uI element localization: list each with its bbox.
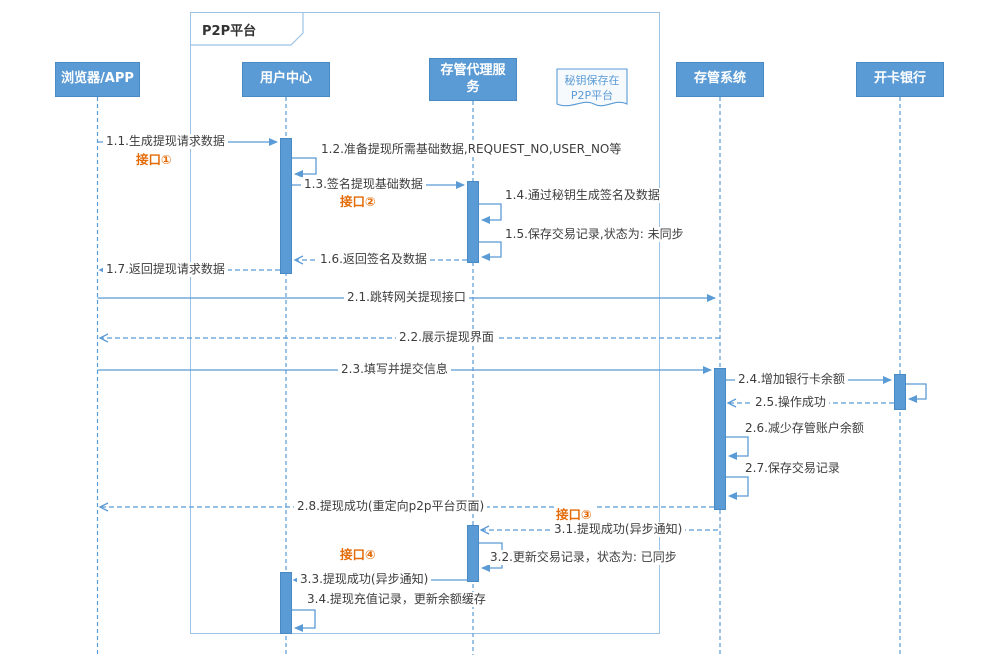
activation-user-center-1 bbox=[280, 138, 292, 274]
message-label-1-7: 1.7.返回提现请求数据 bbox=[103, 262, 228, 277]
message-label-1-4: 1.4.通过秘钥生成签名及数据 bbox=[502, 188, 663, 203]
message-label-1-3: 1.3.签名提现基础数据 bbox=[301, 177, 426, 192]
message-label-1-2: 1.2.准备提现所需基础数据,REQUEST_NO,USER_NO等 bbox=[318, 142, 625, 157]
actor-custody-agent-service-label: 存管代理服务 bbox=[440, 62, 506, 95]
interface-label-3: 接口③ bbox=[554, 504, 594, 523]
frame-label: P2P平台 bbox=[202, 24, 257, 39]
interface-label-2: 接口② bbox=[338, 191, 378, 210]
activation-user-center-2 bbox=[280, 572, 292, 634]
actor-browser-app-label: 浏览器/APP bbox=[61, 71, 134, 87]
actor-card-bank-label: 开卡银行 bbox=[873, 71, 926, 87]
interface-label-1: 接口① bbox=[134, 149, 174, 168]
actor-user-center: 用户中心 bbox=[242, 62, 330, 97]
actor-custody-system: 存管系统 bbox=[676, 62, 764, 97]
message-label-2-1: 2.1.跳转网关提现接口 bbox=[344, 290, 469, 305]
self-message-arrow-bank bbox=[906, 383, 927, 403]
actor-browser-app: 浏览器/APP bbox=[55, 62, 140, 97]
message-label-1-1: 1.1.生成提现请求数据 bbox=[103, 134, 228, 149]
message-label-2-2: 2.2.展示提现界面 bbox=[396, 330, 497, 345]
message-label-1-6: 1.6.返回签名及数据 bbox=[317, 252, 430, 267]
activation-custody-system bbox=[714, 368, 726, 510]
message-label-2-6: 2.6.减少存管账户余额 bbox=[742, 421, 867, 436]
actor-custody-agent-service: 存管代理服务 bbox=[429, 58, 517, 101]
activation-custody-agent-1 bbox=[467, 181, 479, 263]
actor-custody-system-label: 存管系统 bbox=[693, 71, 746, 87]
activation-custody-agent-2 bbox=[467, 525, 479, 582]
message-label-1-5: 1.5.保存交易记录,状态为: 未同步 bbox=[502, 227, 687, 242]
actor-card-bank: 开卡银行 bbox=[856, 62, 944, 97]
actor-user-center-label: 用户中心 bbox=[259, 71, 312, 87]
message-label-2-4: 2.4.增加银行卡余额 bbox=[735, 372, 848, 387]
message-label-2-7: 2.7.保存交易记录 bbox=[742, 461, 843, 476]
self-message-arrow-2-6 bbox=[726, 436, 749, 460]
note-key-storage: 秘钥保存在 P2P平台 bbox=[557, 74, 627, 104]
activation-card-bank bbox=[894, 374, 906, 410]
note-line2: P2P平台 bbox=[570, 88, 614, 102]
message-label-2-3: 2.3.填写并提交信息 bbox=[338, 362, 451, 377]
message-label-3-1: 3.1.提现成功(异步通知) bbox=[551, 522, 686, 537]
interface-label-4: 接口④ bbox=[338, 544, 378, 563]
message-label-2-8: 2.8.提现成功(重定向p2p平台页面) bbox=[294, 499, 488, 514]
message-label-2-5: 2.5.操作成功 bbox=[752, 395, 829, 410]
message-label-3-3: 3.3.提现成功(异步通知) bbox=[297, 572, 432, 587]
self-message-arrow-2-7 bbox=[726, 476, 749, 500]
note-line1: 秘钥保存在 bbox=[564, 74, 620, 87]
frame-p2p-platform bbox=[190, 12, 660, 634]
message-label-3-4: 3.4.提现充值记录，更新余额缓存 bbox=[304, 592, 489, 607]
message-label-3-2: 3.2.更新交易记录，状态为: 已同步 bbox=[487, 550, 680, 565]
